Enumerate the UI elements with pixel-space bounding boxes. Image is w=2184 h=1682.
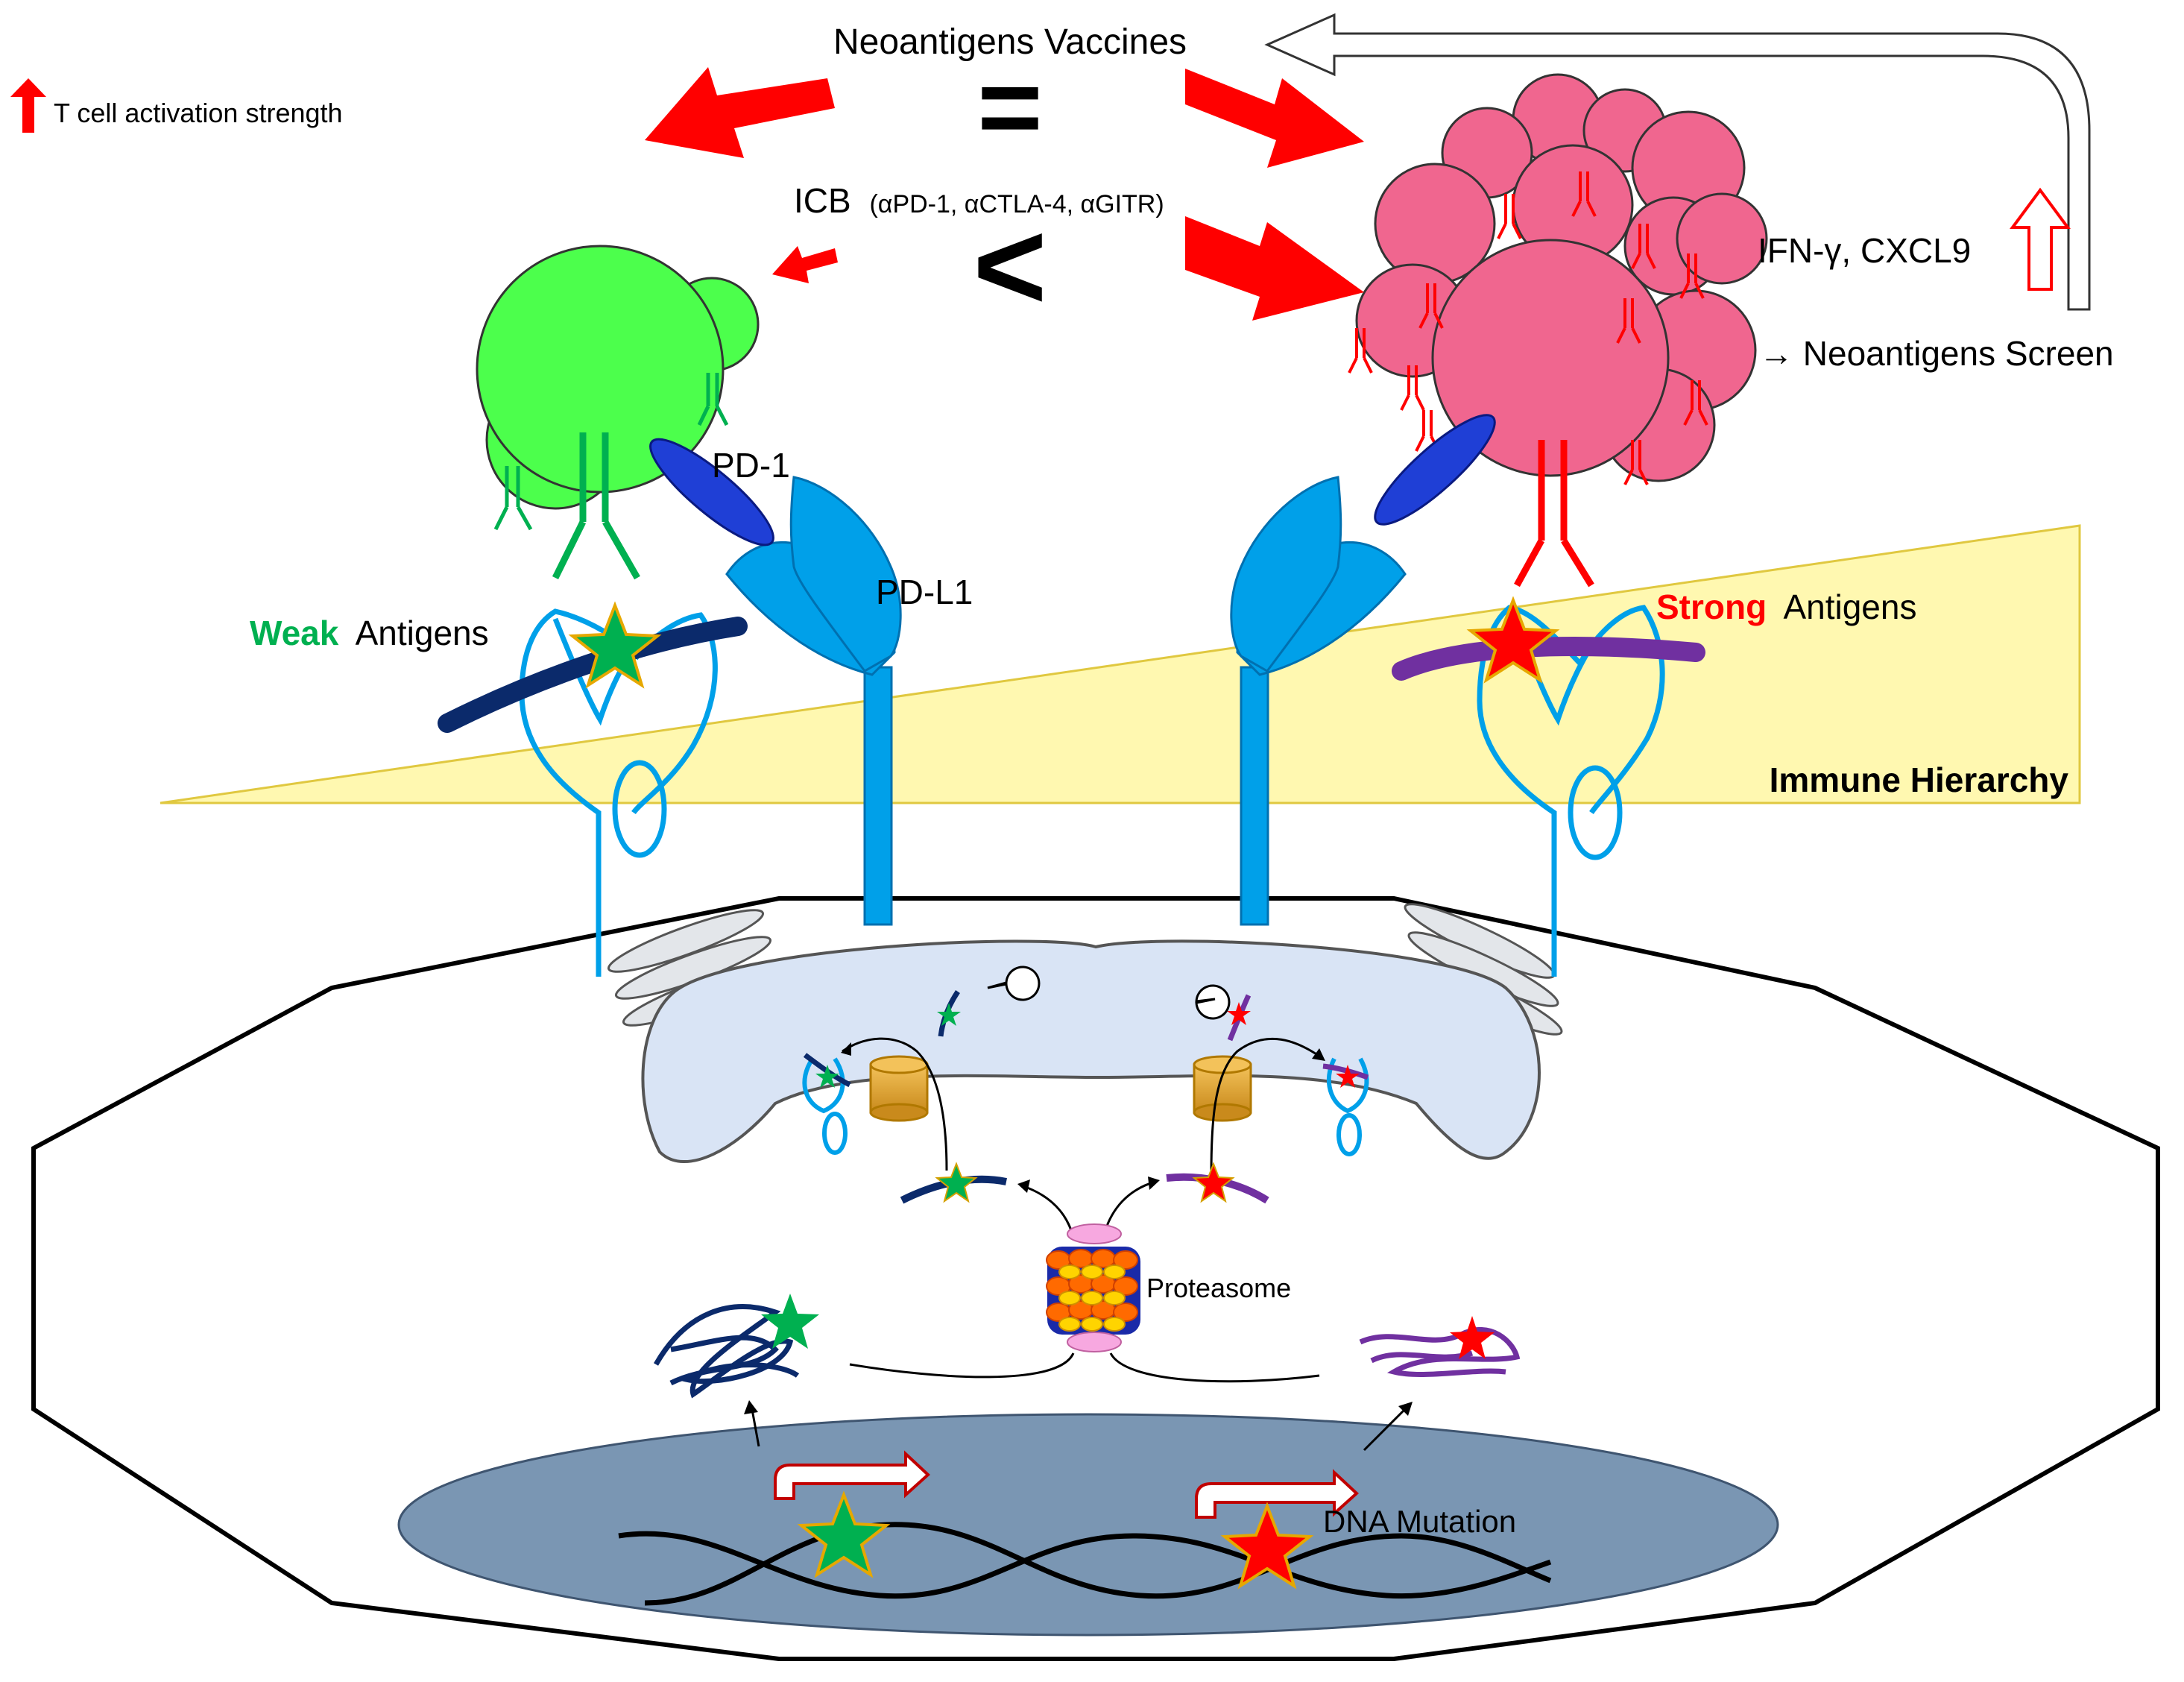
strong-antigens-word: Antigens — [1783, 588, 1916, 626]
transcription-arrow-weak — [774, 1450, 930, 1500]
feedback-arrow — [1264, 13, 2091, 311]
er-mhc-strong — [1322, 1057, 1369, 1156]
legend-text: T cell activation strength — [54, 98, 343, 128]
erap-enzyme-left — [987, 966, 1041, 1001]
protein-to-proteasome-lines — [849, 1352, 1320, 1383]
vaccine-arrow-right — [1185, 69, 1364, 168]
vaccine-arrow-left — [645, 67, 835, 158]
immune-hierarchy-label: Immune Hierarchy — [1770, 760, 2069, 799]
less-than-sign: < — [973, 195, 1047, 337]
tcr-weak — [552, 432, 640, 580]
icb-label: ICB (αPD-1, αCTLA-4, αGITR) — [794, 181, 1164, 220]
tcr-small-strong — [1348, 171, 1708, 485]
icb-arrow-small-left — [772, 246, 838, 283]
peptide-presented-weak — [438, 617, 748, 733]
legend-arrow — [10, 78, 46, 133]
neoantigens-vaccines-label: Neoantigens Vaccines — [833, 22, 1187, 62]
weak-antigens-word: Antigens — [356, 614, 489, 652]
antigen-star-strong — [1466, 596, 1560, 684]
equals-sign: = — [977, 44, 1043, 169]
er-transport-arrows — [841, 1037, 1325, 1175]
pd-1-label: PD-1 — [712, 446, 790, 485]
mutant-protein-weak — [653, 1304, 800, 1399]
icb-targets: (αPD-1, αCTLA-4, αGITR) — [869, 190, 1164, 218]
er-mhc-weak — [802, 1053, 851, 1155]
pd-1-left — [649, 438, 774, 547]
peptide-weak — [900, 1162, 1007, 1204]
pd-l1-left — [725, 476, 902, 926]
dna-mutation-star-strong — [1220, 1502, 1314, 1590]
erap-enzyme-right — [1195, 984, 1231, 1020]
t-cell-strong-cluster — [1355, 73, 1768, 482]
neoantigens-screen-label: → Neoantigens Screen — [1759, 334, 2114, 373]
strong-antigens-label: Strong Antigens — [1656, 588, 1916, 626]
er-peptide-strong — [1227, 994, 1252, 1042]
nucleus — [397, 1413, 1779, 1637]
cytokine-up-arrow — [2010, 187, 2071, 291]
pd-1-right — [1374, 414, 1496, 526]
immune-hierarchy-wedge — [160, 524, 2081, 804]
strong-word: Strong — [1656, 588, 1767, 626]
tcr-small-weak — [493, 373, 729, 531]
antigen-star-weak — [568, 601, 662, 689]
icb-text: ICB — [794, 181, 851, 220]
endoplasmic-reticulum — [641, 939, 1541, 1164]
er-peptide-weak — [937, 990, 961, 1037]
mutation-star-protein-strong — [1450, 1316, 1495, 1359]
tap-transporter-right — [1193, 1055, 1252, 1122]
dna-mutation-label: DNA Mutation — [1323, 1504, 1516, 1539]
proteasome-label: Proteasome — [1146, 1273, 1291, 1303]
tap-transporter-left — [869, 1055, 929, 1122]
proteasome — [1046, 1223, 1140, 1352]
t-cell-weak — [476, 245, 760, 510]
peptide-strong — [1166, 1162, 1269, 1204]
transcription-arrow-strong — [1195, 1469, 1359, 1519]
dna-helix — [618, 1522, 1552, 1606]
icb-arrow-large-right — [1185, 216, 1364, 321]
weak-word: Weak — [250, 614, 339, 652]
pd-l1-label: PD-L1 — [876, 573, 973, 611]
pd-l1-right — [1230, 476, 1407, 926]
translation-arrows — [744, 1400, 1413, 1452]
cytokines-label: IFN-γ, CXCL9 — [1758, 231, 1971, 270]
tcr-strong — [1514, 440, 1594, 588]
weak-antigens-label: Weak Antigens — [250, 614, 489, 652]
dna-mutation-star-weak — [797, 1490, 891, 1578]
mutation-star-protein-weak — [761, 1294, 819, 1349]
